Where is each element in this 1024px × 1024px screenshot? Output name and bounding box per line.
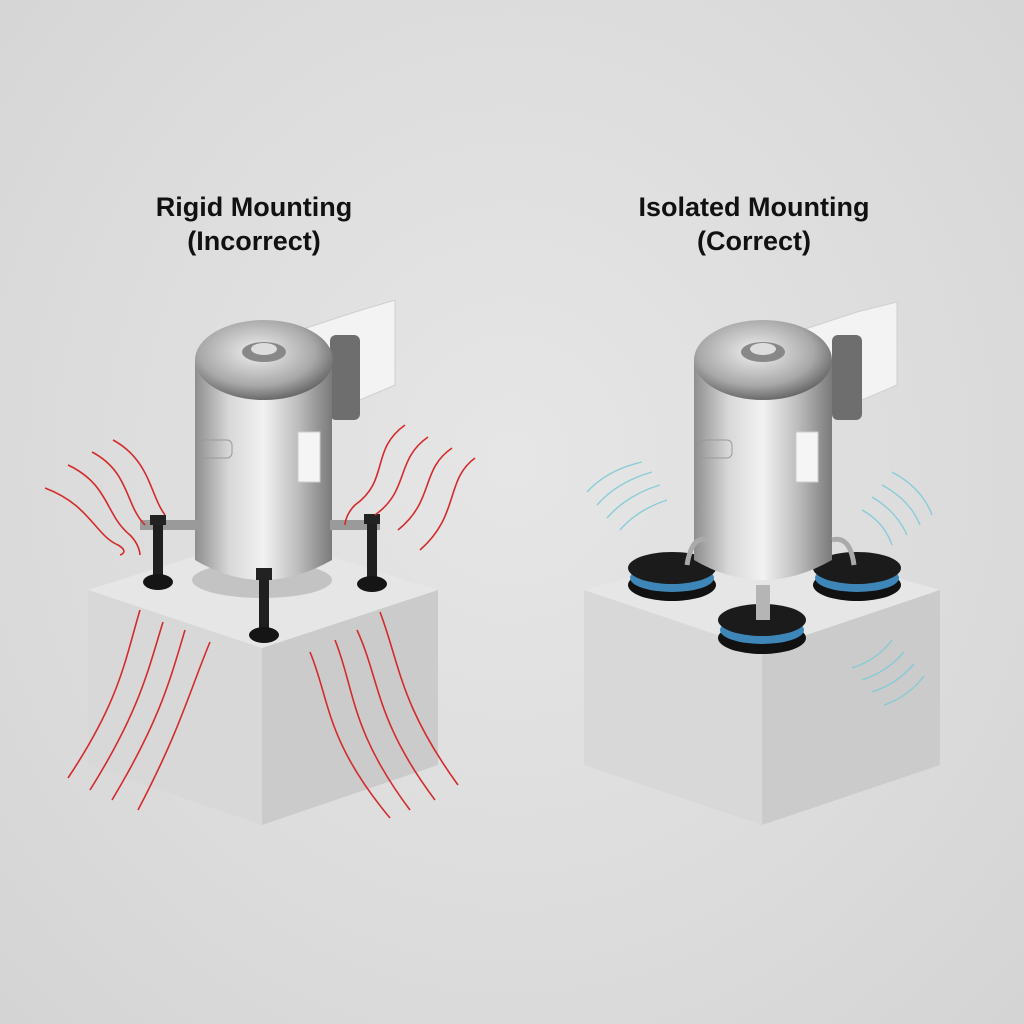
vibration-waves-blue — [586, 461, 933, 706]
isolated-mounting-panel: Isolated Mounting (Correct) — [512, 0, 1024, 1024]
isolated-mounting-illustration — [584, 301, 940, 825]
isolated-mounting-title: Isolated Mounting (Correct) — [498, 190, 1010, 258]
title-line-1: Isolated Mounting — [638, 192, 870, 222]
bolt-left — [143, 515, 173, 590]
rigid-bolts — [140, 514, 387, 643]
title-line-2: (Incorrect) — [187, 226, 321, 256]
motor — [684, 301, 898, 620]
vibration-waves-red — [44, 424, 476, 819]
title-line-1: Rigid Mounting — [155, 192, 353, 222]
isolator-pad-right — [813, 552, 901, 601]
rigid-mounting-panel: Rigid Mounting (Incorrect) — [0, 190, 510, 825]
motor — [192, 299, 396, 598]
bolt-front — [249, 568, 279, 643]
isolator-pad-left — [628, 552, 716, 601]
rigid-mounting-illustration — [44, 299, 476, 825]
rigid-mounting-title: Rigid Mounting (Incorrect) — [0, 190, 510, 258]
bolt-right — [357, 514, 387, 592]
title-line-2: (Correct) — [696, 226, 811, 256]
